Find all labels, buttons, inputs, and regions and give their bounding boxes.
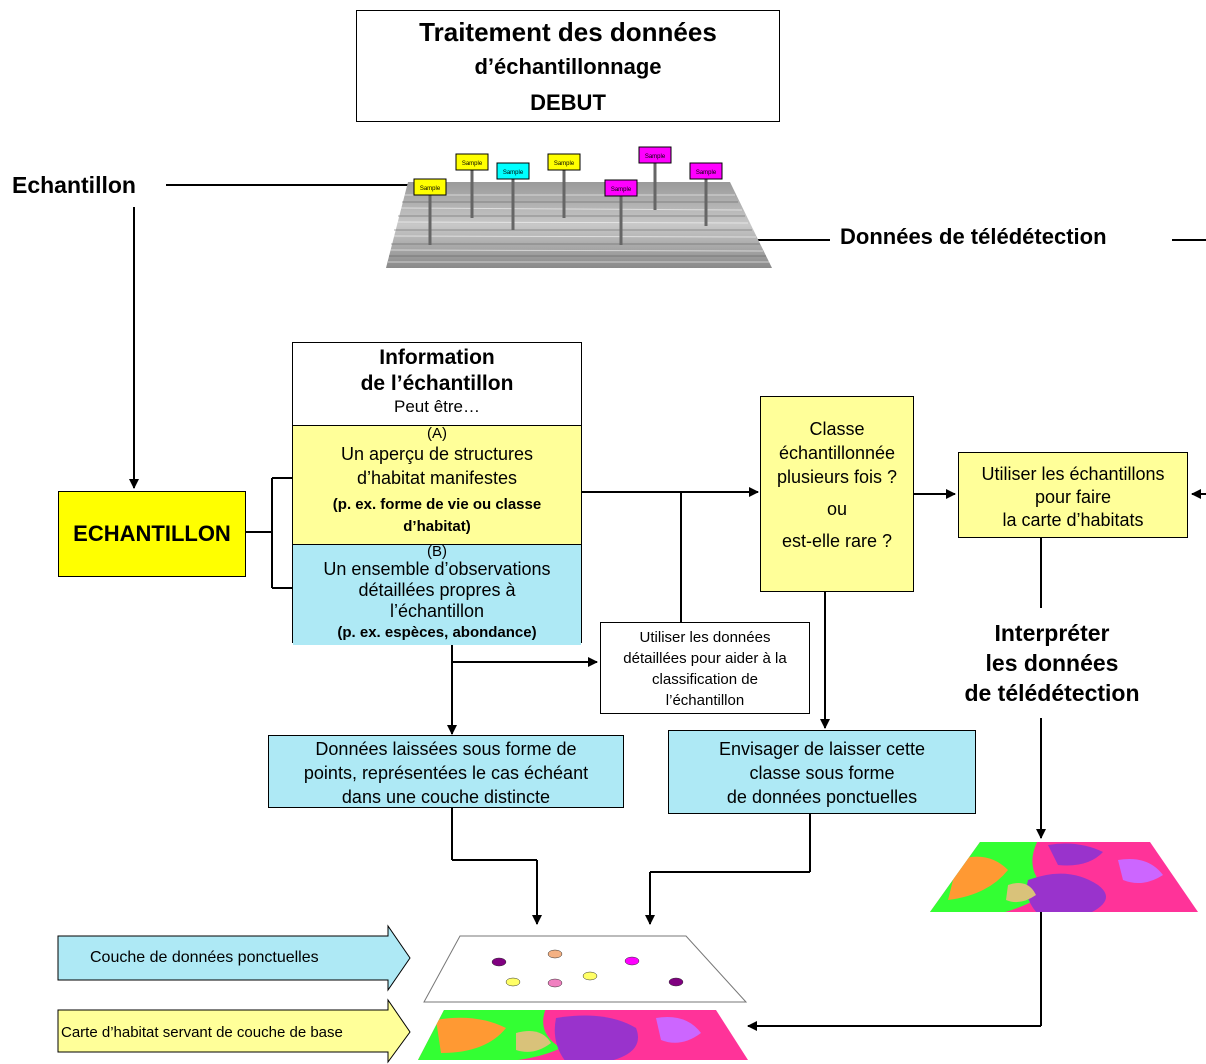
info-section-a: (A) Un aperçu de structures d’habitat ma… [293, 425, 581, 544]
title-box: Traitement des données d’échantillonnage… [356, 10, 780, 122]
info-b-letter: (B) [427, 543, 447, 560]
info-head-line-2: de l’échantillon [360, 372, 514, 395]
echantillon-box: ECHANTILLON [58, 491, 246, 577]
utiliser-line-1: Utiliser les échantillons [981, 464, 1165, 484]
envisager-line-3: de données ponctuelles [726, 787, 918, 807]
sample-tag-text: Sample [420, 186, 441, 192]
detail-line-4: l’échantillon [665, 692, 745, 709]
habitat-map-image [930, 842, 1198, 912]
sample-tag-text: Sample [611, 187, 632, 193]
sample-tag-text: Sample [503, 170, 524, 176]
info-head-line-1: Information [379, 346, 495, 369]
interpreter-line-1: Interpréter [994, 620, 1110, 646]
info-b-text-3: l’échantillon [389, 601, 485, 621]
interpreter-line-2: les données [985, 650, 1119, 676]
title-line-1: Traitement des données [419, 17, 717, 47]
info-b-text-1: Un ensemble d’observations [323, 559, 551, 579]
sample-tag-text: Sample [462, 161, 483, 167]
info-peut-etre: Peut être… [394, 397, 480, 416]
utiliser-line-2: pour faire [1034, 487, 1112, 507]
classe-line-3: plusieurs fois ? [776, 467, 898, 487]
interpreter-label: Interpréter les données de télédétection [946, 618, 1158, 708]
envisager-box: Envisager de laisser cette classe sous f… [668, 730, 976, 814]
sample-tag-text: Sample [554, 161, 575, 167]
classe-box: Classe échantillonnée plusieurs fois ? o… [760, 396, 914, 592]
classe-line-1: Classe [809, 419, 865, 439]
sample-tag-text: Sample [696, 170, 717, 176]
info-b-text-2: détaillées propres à [358, 580, 516, 600]
detail-line-1: Utiliser les données [639, 629, 771, 646]
point-layer-image [423, 935, 748, 1003]
detail-line-3: classification de [652, 671, 758, 688]
utiliser-box: Utiliser les échantillons pour faire la … [958, 452, 1188, 538]
classe-line-5: est-elle rare ? [781, 531, 893, 551]
interpreter-line-3: de télédétection [964, 680, 1140, 706]
detail-line-2: détaillées pour aider à la [623, 650, 787, 667]
remote-sensing-image: Sample Sample Sample Sample Sample Sampl… [386, 146, 772, 268]
legend-arrows [57, 924, 411, 1064]
points-line-2: points, représentées le cas échéant [303, 763, 589, 783]
info-section-b: (B) Un ensemble d’observations détaillée… [293, 544, 581, 645]
base-map-layer-image [418, 1010, 748, 1060]
sample-tag-text: Sample [645, 154, 666, 160]
info-b-example: (p. ex. espèces, abondance) [337, 624, 537, 641]
legend-couche-label: Couche de données ponctuelles [90, 949, 319, 966]
legend-carte-label: Carte d’habitat servant de couche de bas… [61, 1024, 343, 1041]
envisager-line-2: classe sous forme [749, 763, 895, 783]
utiliser-line-3: la carte d’habitats [1002, 510, 1144, 530]
info-a-example-1: (p. ex. forme de vie ou classe [332, 496, 542, 513]
title-line-3: DEBUT [530, 90, 606, 115]
title-line-2: d’échantillonnage [474, 54, 662, 79]
envisager-line-1: Envisager de laisser cette [718, 739, 926, 759]
points-line-3: dans une couche distincte [341, 787, 551, 807]
info-a-text-1: Un aperçu de structures [340, 444, 534, 464]
points-box: Données laissées sous forme de points, r… [268, 735, 624, 808]
info-a-example-2: d’habitat) [403, 518, 471, 535]
points-line-1: Données laissées sous forme de [315, 739, 577, 759]
teledetection-label: Données de télédétection [840, 224, 1107, 249]
echantillon-label: Echantillon [12, 172, 136, 198]
info-box: Information de l’échantillon Peut être… … [292, 342, 582, 645]
info-a-text-2: d’habitat manifestes [356, 468, 518, 488]
info-a-letter: (A) [427, 425, 447, 442]
detail-box: Utiliser les données détaillées pour aid… [600, 622, 810, 714]
info-head: Information de l’échantillon Peut être… [293, 343, 581, 425]
classe-line-2: échantillonnée [778, 443, 896, 463]
classe-line-4: ou [826, 499, 848, 519]
